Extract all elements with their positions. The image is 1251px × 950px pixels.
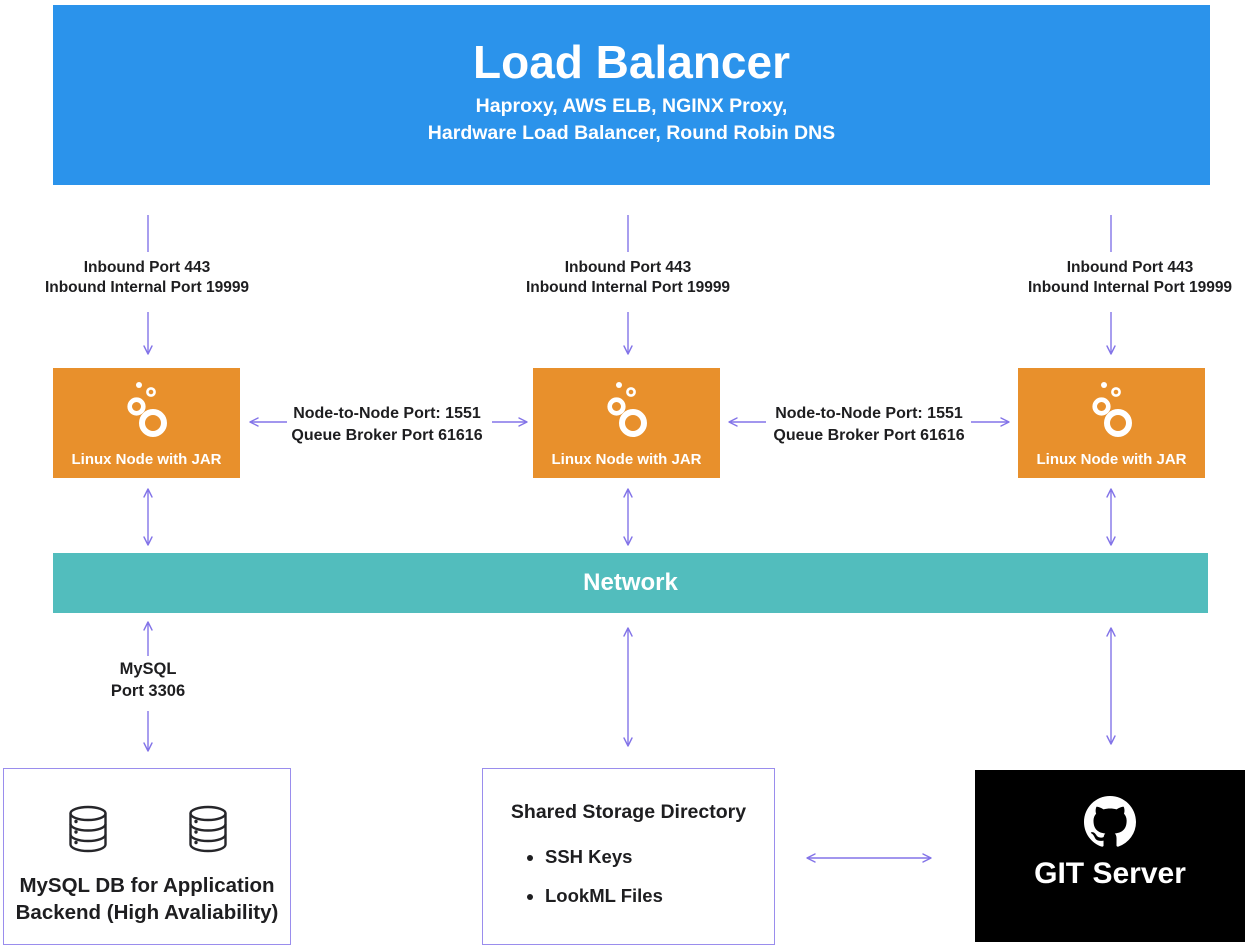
load-balancer-title: Load Balancer [473,36,790,88]
lb-connector-stubs [147,215,1112,252]
looker-logo-icon [606,382,647,437]
node-label: Linux Node with JAR [71,451,222,468]
looker-logo-icon [126,382,167,437]
storage-item-ssh-keys: SSH Keys [545,846,774,868]
inbound-arrows [143,312,1116,355]
node-link-label-left: Node-to-Node Port: 1551 Queue Broker Por… [267,403,507,446]
database-cylinder-icon [189,805,227,853]
git-server-label: GIT Server [1034,857,1186,890]
inbound-port-label-right: Inbound Port 443 Inbound Internal Port 1… [990,258,1251,298]
load-balancer-subtitle: Haproxy, AWS ELB, NGINX Proxy, Hardware … [53,93,1210,146]
mysql-db-caption-line2: Backend (High Avaliability) [15,901,279,924]
inbound-port-label-middle: Inbound Port 443 Inbound Internal Port 1… [488,258,768,298]
inbound-port-line2: Inbound Internal Port 19999 [44,279,250,296]
inbound-port-line2: Inbound Internal Port 19999 [525,279,731,296]
storage-item-lookml-files: LookML Files [545,885,774,907]
mysql-db-box: MySQL DB for Application Backend (High A… [3,768,291,945]
linux-node-box-left: Linux Node with JAR [53,368,240,478]
github-octocat-icon [1084,796,1136,847]
load-balancer-subtitle-line2: Hardware Load Balancer, Round Robin DNS [427,121,836,144]
mysql-port-line2: Port 3306 [110,681,186,700]
node-label: Linux Node with JAR [1036,451,1187,468]
mysql-db-caption: MySQL DB for Application Backend (High A… [4,872,290,926]
node-link-line1: Node-to-Node Port: 1551 [775,405,963,422]
network-bar: Network [53,553,1208,613]
linux-node-box-middle: Linux Node with JAR [533,368,720,478]
mysql-port-line1: MySQL [119,660,177,678]
inbound-port-line1: Inbound Port 443 [564,259,692,276]
inbound-port-line1: Inbound Port 443 [83,259,211,276]
inbound-port-line2: Inbound Internal Port 19999 [1027,279,1233,296]
looker-logo-icon [1091,382,1132,437]
database-cylinder-icon [69,805,107,853]
node-label: Linux Node with JAR [551,451,702,468]
shared-storage-list: SSH Keys LookML Files [545,846,774,907]
load-balancer-subtitle-line1: Haproxy, AWS ELB, NGINX Proxy, [475,95,788,117]
git-server-box: GIT Server [975,770,1245,942]
node-link-line1: Node-to-Node Port: 1551 [293,405,481,422]
load-balancer-node: Load Balancer Haproxy, AWS ELB, NGINX Pr… [53,5,1210,185]
node-link-line2: Queue Broker Port 61616 [773,426,965,444]
linux-node-box-right: Linux Node with JAR [1018,368,1205,478]
node-link-line2: Queue Broker Port 61616 [291,426,483,444]
mysql-db-caption-line1: MySQL DB for Application [19,874,275,897]
mysql-port-label: MySQL Port 3306 [68,659,228,702]
node-network-arrows [143,488,1116,546]
node-link-label-right: Node-to-Node Port: 1551 Queue Broker Por… [749,403,989,446]
shared-storage-box: Shared Storage Directory SSH Keys LookML… [482,768,775,945]
inbound-port-line1: Inbound Port 443 [1066,259,1194,276]
network-label: Network [583,569,678,596]
shared-storage-title: Shared Storage Directory [510,801,747,823]
inbound-port-label-left: Inbound Port 443 Inbound Internal Port 1… [7,258,287,298]
